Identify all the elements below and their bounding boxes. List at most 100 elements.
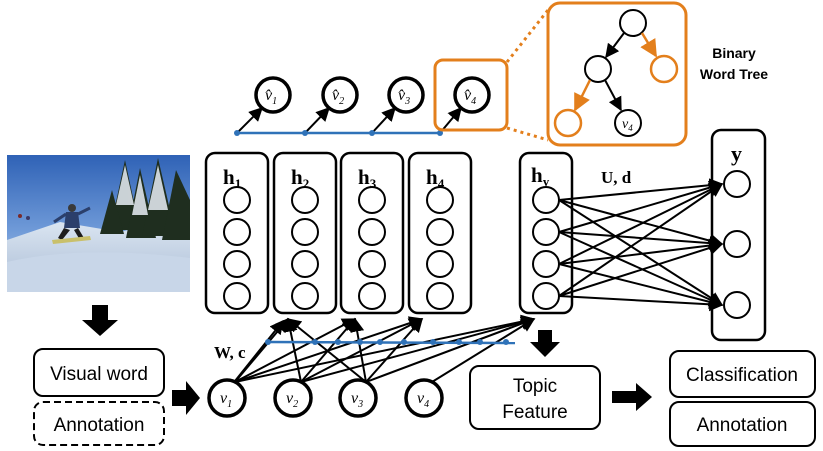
weight-dot [265,339,271,345]
input-hidden-edge [234,314,536,383]
topic-output-connections [558,178,724,312]
topic-neuron [532,186,560,214]
input-label: v2 [286,390,298,410]
highlight-box [433,58,509,132]
hidden-unit-label: h2 [291,165,309,191]
tree-inner-node [584,55,612,83]
topic-neuron [532,250,560,278]
shared-weight-line-bottom [265,339,516,345]
reconstruction-node-1: v̂1 [254,76,292,114]
topic-output-edge [558,238,724,265]
annotation-output-box: Annotation [669,401,816,447]
binary-word-tree: v4 [546,1,688,147]
hidden-neuron [291,282,319,310]
topic-feature-label-line2: Feature [502,402,567,423]
hidden-neuron [358,250,386,278]
param-label-wc: W, c [214,343,246,362]
topic-feature-box: Topic Feature [469,365,601,430]
output-neuron [723,291,751,319]
visual-word-box: Visual word [33,348,165,397]
reconstruction-node-2: v̂2 [321,76,359,114]
topic-output-edge [558,183,724,297]
output-unit-label: y [731,141,742,166]
input-right-arrow [172,381,200,415]
classification-label: Classification [686,365,798,386]
hidden-neuron [223,218,251,246]
output-neuron [723,230,751,258]
weight-dot [377,339,383,345]
topic-output-edge [558,231,724,251]
weight-dot [312,339,318,345]
topic-neuron [532,218,560,246]
reconstruction-node-4: v̂4 [453,76,491,114]
input-label: v3 [351,390,363,410]
weight-dot [456,339,462,345]
hidden-layer: h1 h2 h3 h4 [204,151,473,315]
input-hidden-edge [234,319,284,382]
topic-output-edge [558,178,724,201]
weight-dot [503,339,509,345]
shared-weight-line-top [234,130,443,136]
annotation-input-label: Annotation [54,415,145,436]
input-hidden-connections [234,314,536,383]
topic-unit-label: hy [531,163,550,189]
output-right-arrow [612,383,652,411]
hidden-neuron [358,218,386,246]
input-hidden-edge [286,318,367,383]
weight-dot [357,339,363,345]
topic-down-arrow [530,330,560,357]
hidden-to-reconstruction-edge [304,106,330,134]
reconstruction-node-3: v̂3 [387,76,425,114]
reconstruction-label: v̂2 [332,87,344,107]
tree-right-leaf-node [649,54,679,84]
hidden-unit-label: h4 [426,165,445,191]
hidden-neuron [223,250,251,278]
tree-caption-line1: Binary [712,45,756,61]
hidden-neuron [291,250,319,278]
hidden-unit-label: h1 [223,165,241,191]
input-node-v4: v4 [404,378,444,418]
tree-caption-line2: Word Tree [700,66,768,82]
photo-down-arrow [82,305,118,336]
annotation-output-label: Annotation [697,415,788,436]
output-neuron [723,170,751,198]
topic-output-edge [558,263,724,309]
hidden-to-reconstruction-edge [236,107,263,134]
input-node-v1: v1 [207,378,247,418]
hidden-neuron [223,186,251,214]
hidden-unit-4: h4 [407,151,473,315]
input-hidden-edge [365,316,536,383]
output-unit: y [710,128,767,342]
input-hidden-edge [365,317,423,383]
hidden-unit-2: h2 [272,151,338,315]
input-hidden-edge [350,317,367,383]
hidden-neuron [426,282,454,310]
hidden-neuron [426,250,454,278]
hidden-neuron [426,218,454,246]
weight-dot [430,339,436,345]
tree-left-leaf-node [553,108,583,138]
input-photo [7,155,190,292]
input-hidden-edge [300,315,536,383]
classification-box: Classification [669,350,816,398]
topic-output-edge [558,199,724,248]
visual-word-label: Visual word [50,364,148,385]
weight-dot [335,339,341,345]
zoom-line-bottom [506,126,549,142]
reconstruction-label: v̂1 [265,87,277,107]
hidden-neuron [291,218,319,246]
topic-output-edge [558,183,724,265]
weight-dot [477,339,483,345]
annotation-input-box: Annotation [33,401,165,446]
snowboarder-figure [52,204,91,244]
hidden-neuron [358,186,386,214]
topic-output-edge [558,295,724,312]
topic-output-edge [558,199,724,306]
topic-output-edge [558,231,724,307]
hidden-neuron [223,282,251,310]
input-hidden-edge [431,318,536,383]
tree-root-node [619,9,647,37]
hidden-unit-label: h3 [358,165,377,191]
input-label: v4 [417,390,429,410]
